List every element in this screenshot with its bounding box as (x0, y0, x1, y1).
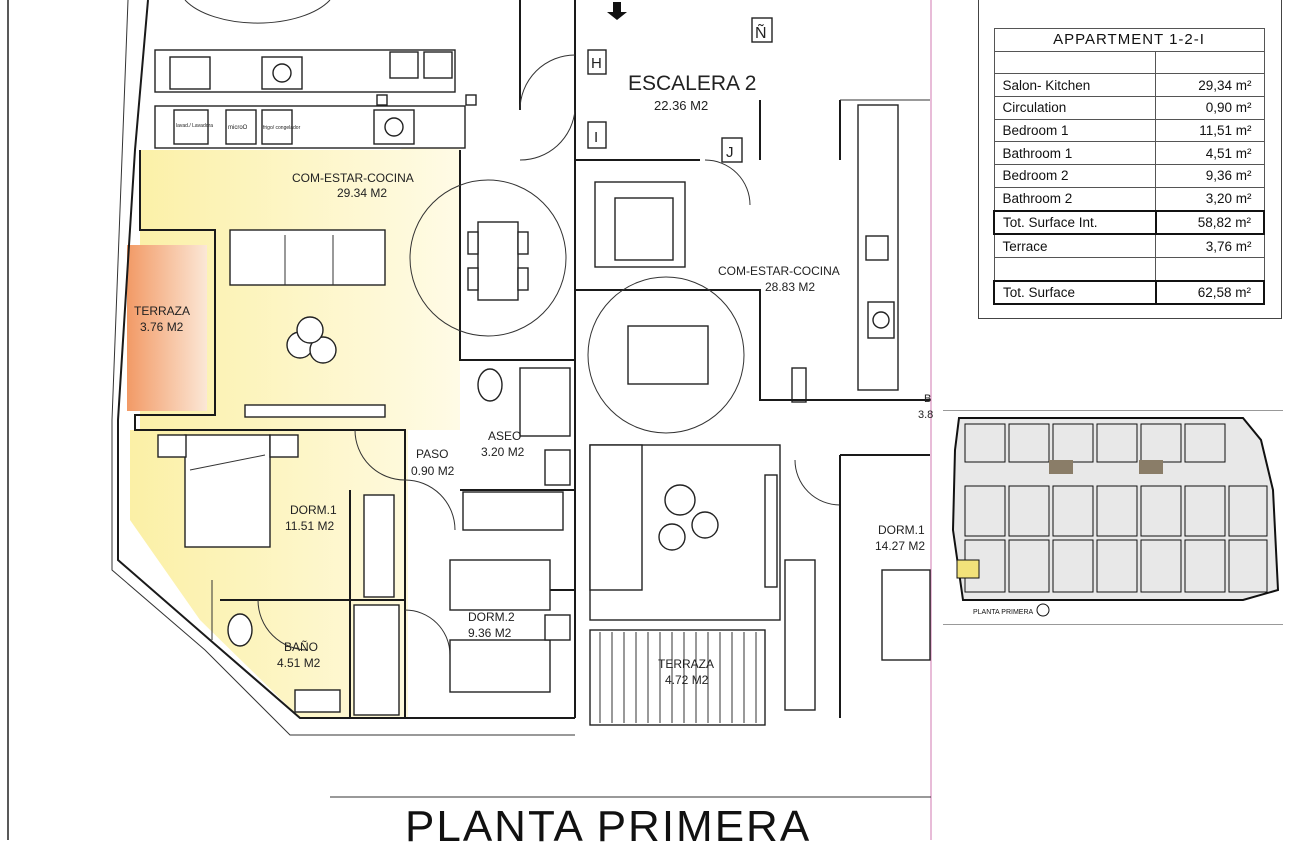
label-dorm1-left: DORM.1 (290, 503, 337, 517)
label-paso: PASO (416, 447, 448, 461)
label-escalera: ESCALERA 2 (628, 72, 756, 95)
area-cut: 3.8 (918, 409, 933, 421)
marker-i: I (594, 129, 598, 146)
area-aseo: 3.20 M2 (481, 445, 525, 459)
total-interior-row: Tot. Surface Int.58,82 m² (993, 209, 1266, 236)
label-com-estar-right: COM-ESTAR-COCINA (718, 264, 840, 278)
area-dorm2: 9.36 M2 (468, 626, 512, 640)
marker-j: J (726, 144, 734, 161)
area-dorm1-left: 11.51 M2 (285, 519, 334, 533)
area-terraza-left: 3.76 M2 (140, 320, 184, 334)
marker-n: Ñ (755, 22, 767, 42)
label-terraza-mid: TERRAZA (658, 657, 714, 671)
area-com-estar-right: 28.83 M2 (765, 280, 815, 294)
label-dorm2: DORM.2 (468, 610, 515, 624)
key-plan-thumbnail: PLANTA PRIMERA (943, 410, 1283, 625)
area-terraza-mid: 4.72 M2 (665, 673, 709, 687)
label-aseo: ASEO (488, 429, 521, 443)
area-escalera: 22.36 M2 (654, 98, 708, 113)
label-dorm1-right: DORM.1 (878, 523, 925, 537)
label-terraza-left: TERRAZA (134, 304, 190, 318)
marker-h: H (591, 55, 602, 72)
appliance-frigo-label: frigo/ congelador (263, 125, 301, 131)
label-bano: BAÑO (284, 640, 318, 654)
appliance-washer-label: lavad./ Lavadora (176, 123, 213, 129)
terrace-highlight (127, 245, 207, 411)
schedule-title: APPARTMENT 1-2-I (993, 28, 1265, 52)
appliance-microondas-label: microO (228, 125, 248, 131)
label-cut: B (924, 393, 931, 405)
area-com-estar-left: 29.34 M2 (337, 186, 387, 200)
plan-title: PLANTA PRIMERA (405, 802, 812, 851)
label-com-estar-left: COM-ESTAR-COCINA (292, 171, 414, 185)
keyplan-caption: PLANTA PRIMERA (973, 609, 1033, 616)
area-bano: 4.51 M2 (277, 656, 321, 670)
area-dorm1-right: 14.27 M2 (875, 539, 925, 553)
area-paso: 0.90 M2 (411, 464, 455, 478)
floor-plan: ESCALERA 2 22.36 M2 COM-ESTAR-COCINA 29.… (7, 0, 933, 840)
